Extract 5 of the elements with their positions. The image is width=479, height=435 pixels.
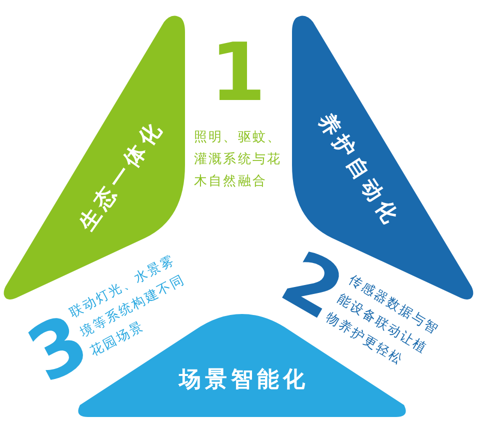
heading: 场景智能化 [177, 367, 309, 393]
description: 照明、驱蚊、灌溉系统与花木自然融合 [194, 129, 283, 191]
step-number: 1 [210, 42, 266, 104]
heading: 养护自动化 [312, 108, 405, 232]
heading: 生态一体化 [73, 114, 169, 238]
